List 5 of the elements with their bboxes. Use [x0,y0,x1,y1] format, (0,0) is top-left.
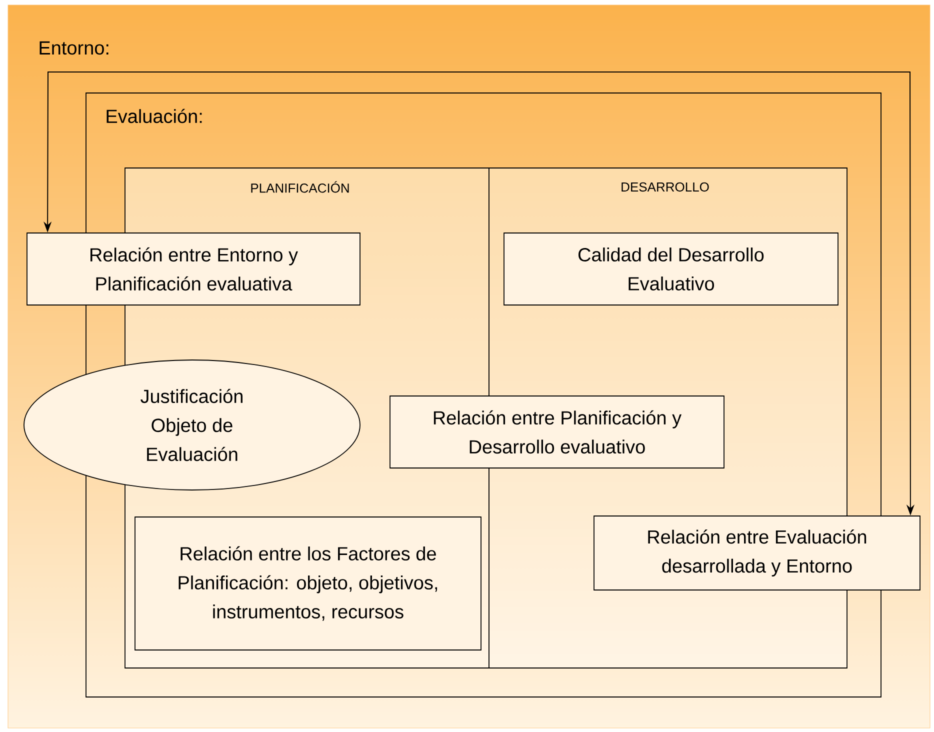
text-box: Relación entre Evaluación desarrollada y Entorno [594,516,920,590]
text-box: Relación entre Entorno y Planificación evaluativa [26,232,360,306]
text-box: Calidad del Desarrollo Evaluativo [504,232,838,306]
text-box: Relación entre Planificación y Desarrollo evaluativo [390,396,724,468]
text-box: Relación entre los Factores de Planificación: objeto, objetivos, instrumentos, recursos [134,516,482,650]
